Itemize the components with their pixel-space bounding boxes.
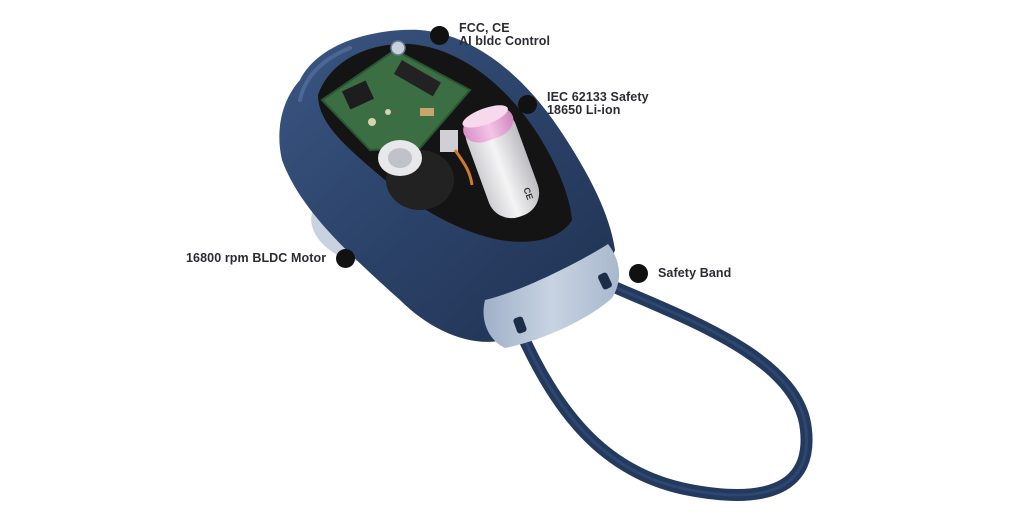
callout-text: IEC 62133 Safety 18650 Li-ion xyxy=(547,91,649,117)
bldc-motor xyxy=(378,130,458,210)
wires xyxy=(453,149,474,186)
callout-certifications-line2: AI bldc Control xyxy=(459,34,551,48)
callout-battery-line2: 18650 Li-ion xyxy=(547,103,621,117)
callout-dot xyxy=(518,94,537,114)
callout-band-line1: Safety Band xyxy=(658,266,732,280)
strap-slot-left xyxy=(513,316,527,334)
callout-text: 16800 rpm BLDC Motor xyxy=(186,252,326,265)
callout-battery-line1: IEC 62133 Safety xyxy=(547,90,649,104)
callout-text: FCC, CE AI bldc Control xyxy=(459,22,550,48)
body-highlight xyxy=(298,46,352,102)
callout-motor: 16800 rpm BLDC Motor xyxy=(186,249,356,268)
callout-certifications-line1: FCC, CE xyxy=(459,21,510,35)
circuit-board xyxy=(320,40,472,152)
callout-dot xyxy=(336,249,356,268)
callout-battery: IEC 62133 Safety 18650 Li-ion xyxy=(518,91,649,117)
battery-marking-text: CE xyxy=(521,186,535,201)
callout-band: Safety Band xyxy=(629,264,731,283)
callout-text: Safety Band xyxy=(658,267,731,280)
battery-cell: CE xyxy=(462,105,540,219)
callout-dot xyxy=(629,264,648,283)
safety-band-strap xyxy=(514,280,813,501)
callout-motor-line1: 16800 rpm BLDC Motor xyxy=(186,251,327,265)
strap-slot-right xyxy=(598,272,612,290)
callout-certifications: FCC, CE AI bldc Control xyxy=(430,22,550,48)
callout-dot xyxy=(430,25,449,45)
